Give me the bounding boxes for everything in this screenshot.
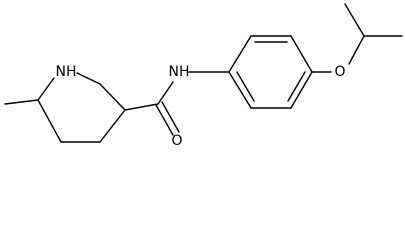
bond-ether-o-ch <box>348 35 365 65</box>
bond-c6-n1 <box>37 77 55 101</box>
amide-nh-label: NH <box>169 64 190 80</box>
carbonyl-double-bond-b <box>161 101 180 133</box>
benzene-ring <box>228 35 313 109</box>
isopropoxy-group <box>311 3 403 73</box>
ether-oxygen-label: O <box>334 64 345 80</box>
piperidine-nh-label: NH <box>56 64 77 80</box>
structural-formula: NH NH O O <box>4 3 403 149</box>
ring-inner-bond-2 <box>287 71 306 102</box>
bond-ch-methyl-1 <box>344 3 365 37</box>
ring-bond-4 <box>290 71 313 109</box>
ring-bond-3 <box>290 35 313 73</box>
ring-bond-6 <box>228 71 252 109</box>
bond-carbonyl-amide-n <box>157 81 174 105</box>
methyl-bond <box>4 99 39 105</box>
carbonyl-oxygen-label: O <box>171 133 182 149</box>
carbonyl-double-bond-a <box>155 104 174 136</box>
ring-inner-bond-3 <box>236 71 255 102</box>
bond-c2-c3 <box>99 83 126 111</box>
bond-c3-carbonyl <box>124 103 159 111</box>
ring-bond-1 <box>228 35 252 73</box>
piperidine-ring <box>37 72 126 143</box>
carboxamide-group <box>124 81 180 136</box>
bond-n1-c2 <box>76 72 101 85</box>
bond-c5-c6 <box>37 99 62 143</box>
bond-c3-c4 <box>99 109 126 143</box>
